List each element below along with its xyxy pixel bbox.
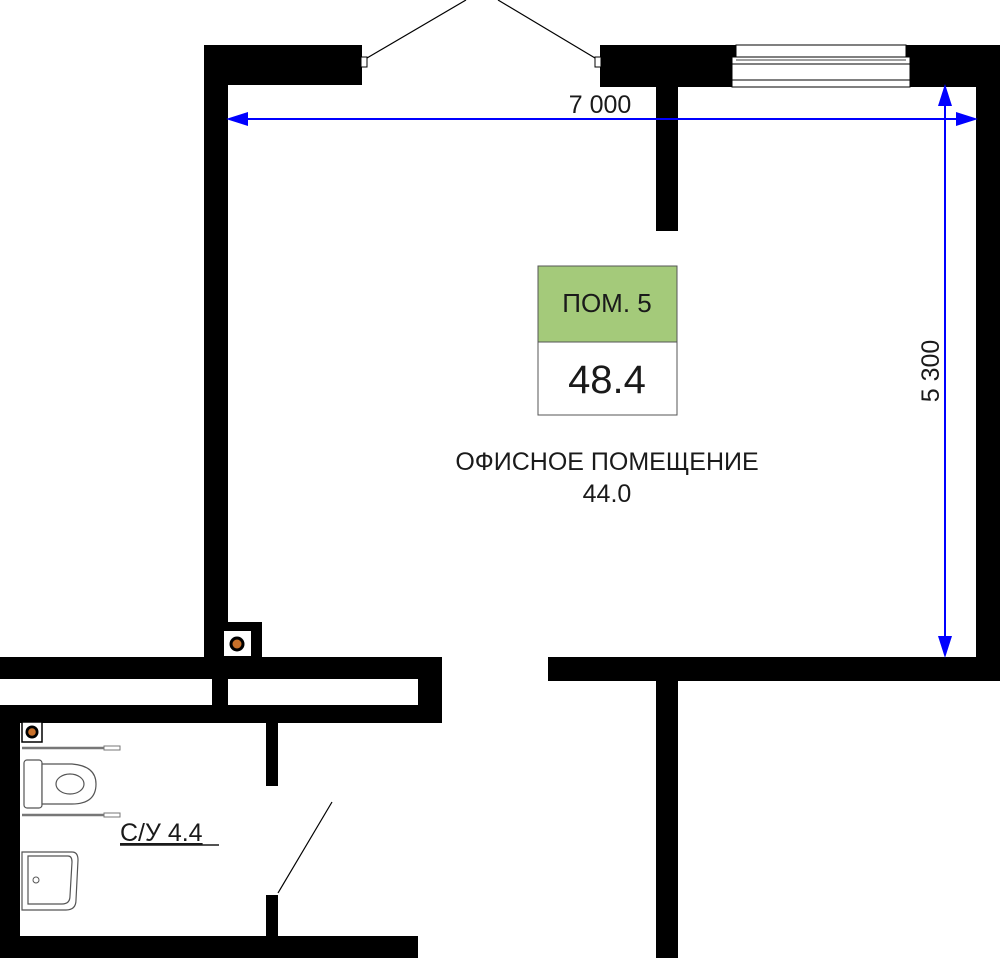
wall-bath-bottom bbox=[0, 936, 418, 958]
sink-icon bbox=[21, 851, 79, 911]
wall-lower-vertical bbox=[656, 657, 678, 958]
riser-icon bbox=[229, 636, 245, 652]
wall-bath-partition-upper bbox=[266, 716, 278, 786]
room-area-background bbox=[537, 341, 678, 416]
bathroom-label: С/У 4.4 bbox=[120, 819, 203, 847]
office-area-label: 44.0 bbox=[583, 480, 632, 508]
wall-bottom-right bbox=[548, 657, 1000, 681]
wall-bath-partition-lower bbox=[266, 895, 278, 945]
room-label-box: ПОМ. 5 48.4 bbox=[537, 265, 678, 416]
grab-bar-icon bbox=[22, 745, 121, 818]
walls bbox=[0, 45, 1000, 958]
wall-bath-left bbox=[0, 705, 20, 958]
riser-icon-bath bbox=[21, 721, 43, 743]
door-swing-icon bbox=[277, 801, 333, 894]
wall-stub-top bbox=[656, 85, 678, 231]
dimension-height-label: 5 300 bbox=[917, 340, 945, 403]
wall-corridor-post bbox=[212, 670, 228, 716]
room-total-area: 48.4 bbox=[568, 358, 646, 402]
room-number-label: ПОМ. 5 bbox=[562, 288, 651, 318]
dimension-width bbox=[226, 112, 978, 126]
dimension-width-label: 7 000 bbox=[569, 91, 632, 119]
office-name-label: ОФИСНОЕ ПОМЕЩЕНИЕ bbox=[455, 448, 758, 476]
wall-corridor-end bbox=[418, 657, 442, 723]
wall-left bbox=[204, 45, 228, 660]
room-number-background bbox=[537, 265, 678, 343]
window-icon bbox=[731, 44, 911, 88]
wall-top-left bbox=[204, 45, 362, 85]
dimension-height bbox=[938, 84, 952, 658]
entrance-door-icon bbox=[360, 0, 602, 68]
toilet-icon bbox=[23, 759, 97, 809]
wall-corridor-top bbox=[0, 657, 442, 679]
wall-right bbox=[976, 45, 1000, 681]
